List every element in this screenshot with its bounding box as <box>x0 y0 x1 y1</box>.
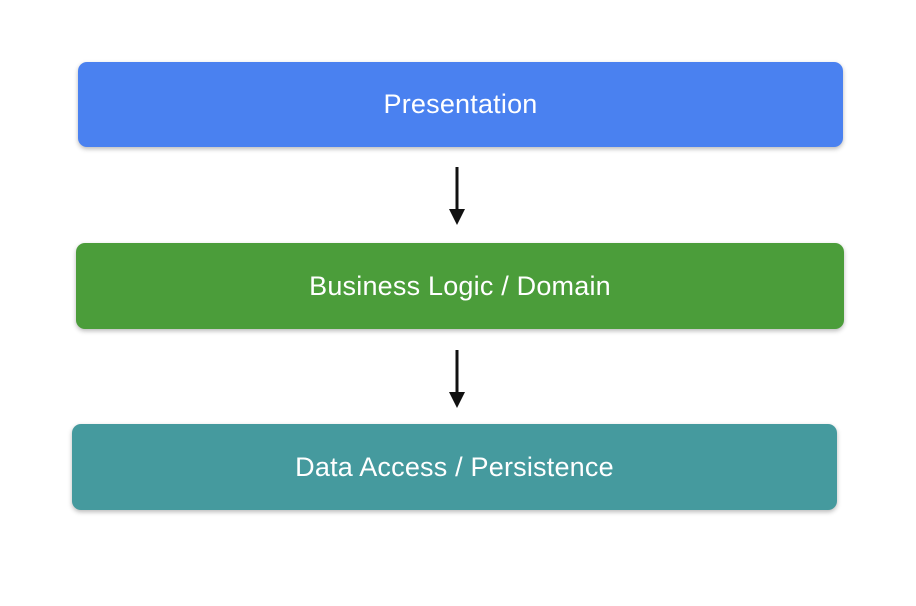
layer-label-business-logic: Business Logic / Domain <box>309 270 611 301</box>
layer-box-presentation: Presentation <box>78 62 843 147</box>
layer-box-business-logic: Business Logic / Domain <box>76 243 844 329</box>
layer-label-presentation: Presentation <box>383 89 538 119</box>
layer-box-data-access: Data Access / Persistence <box>72 424 837 510</box>
layer-label-data-access: Data Access / Persistence <box>295 451 614 482</box>
arrow-head <box>449 392 465 408</box>
down-arrow-presentation-to-business <box>449 167 465 225</box>
arrow-head <box>449 209 465 225</box>
down-arrow-business-to-data <box>449 350 465 408</box>
